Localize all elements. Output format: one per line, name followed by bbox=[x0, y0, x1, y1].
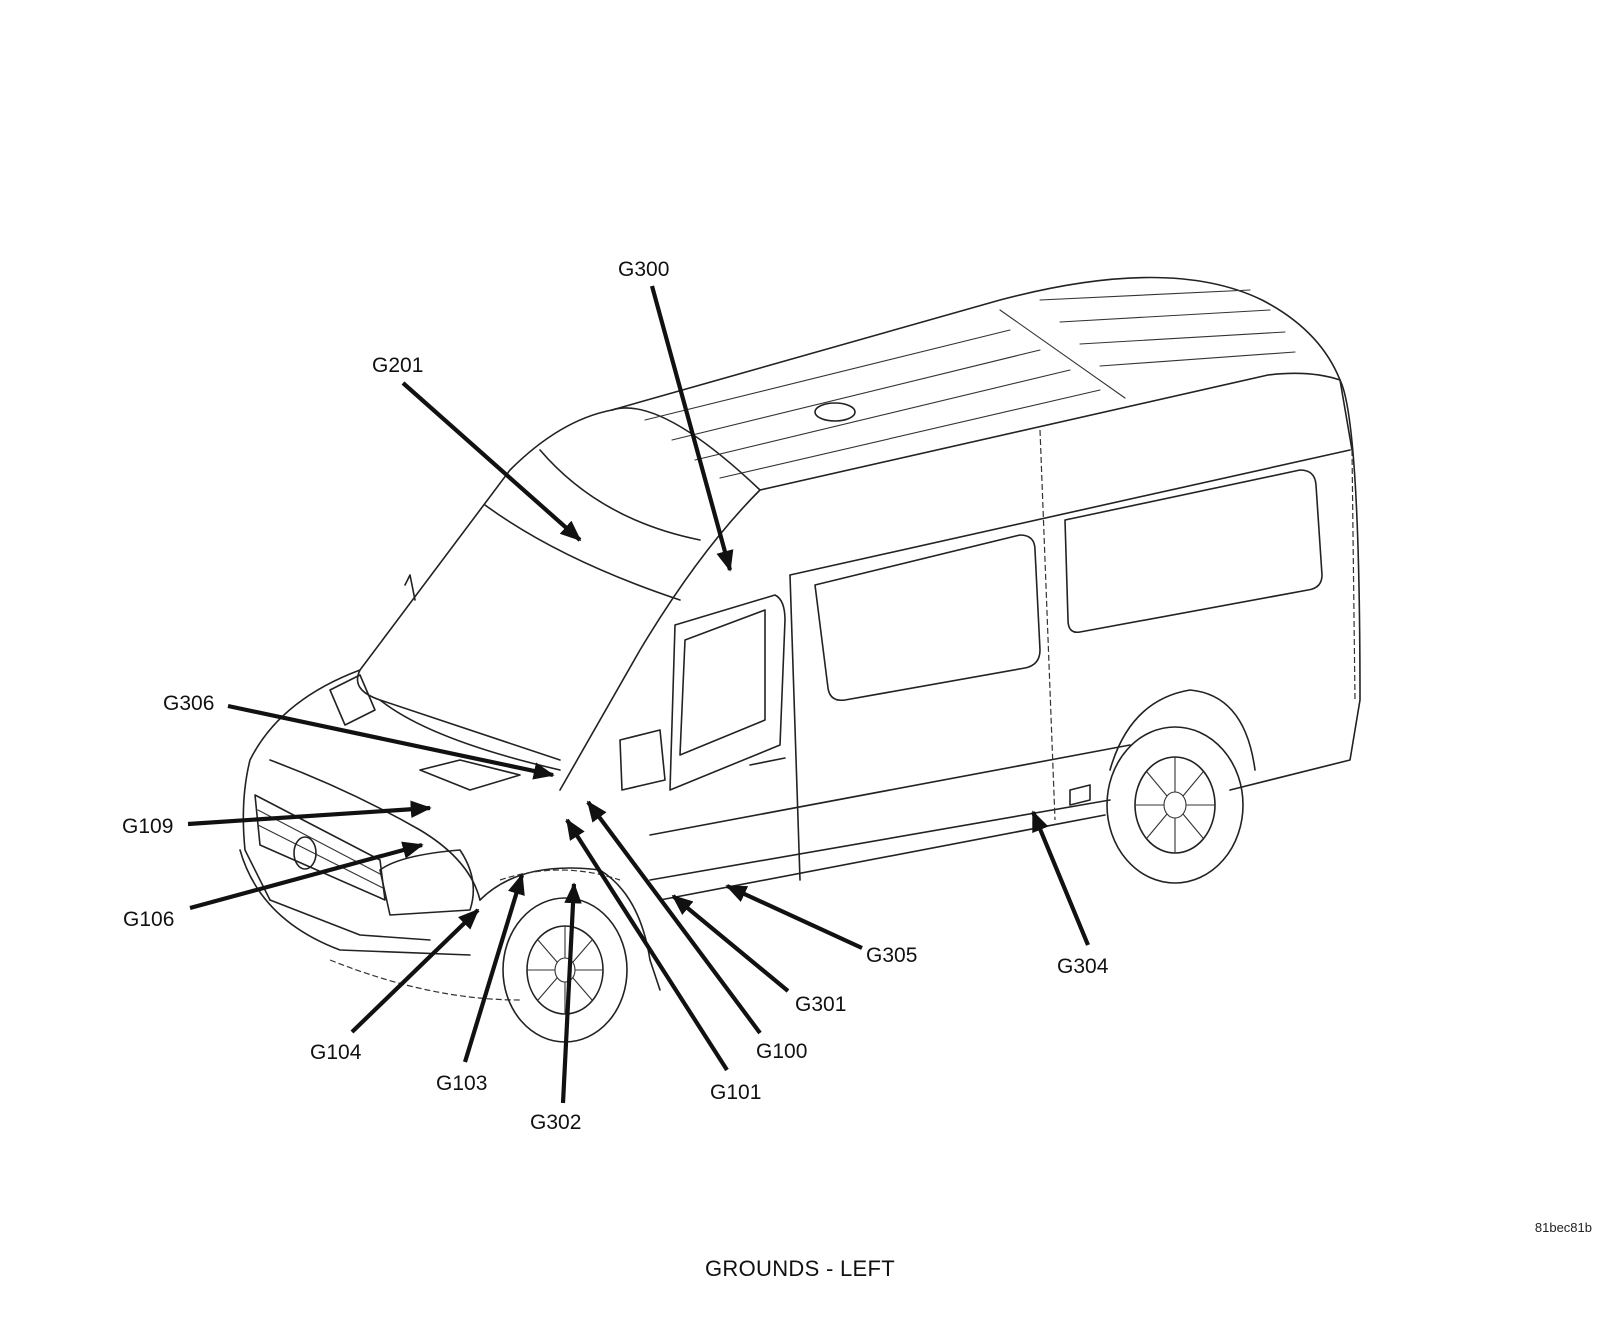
callout-g104: G104 bbox=[310, 1041, 362, 1064]
leader-g101 bbox=[565, 818, 729, 1072]
leader-g201 bbox=[401, 381, 582, 542]
leader-g103 bbox=[462, 873, 525, 1063]
figure-code: 81bec81b bbox=[1534, 1220, 1592, 1235]
leader-g306 bbox=[227, 703, 555, 780]
callout-g101: G101 bbox=[710, 1081, 761, 1104]
callout-leaders bbox=[187, 285, 1090, 1104]
leader-g109 bbox=[187, 800, 432, 827]
callout-labels: G300 G201 G306 G109 G106 G104 G103 G302 … bbox=[122, 258, 1109, 1134]
leader-g106 bbox=[189, 841, 424, 911]
leader-g104 bbox=[350, 908, 480, 1034]
callout-g109: G109 bbox=[122, 815, 173, 838]
leader-g100 bbox=[586, 800, 762, 1035]
callout-g103: G103 bbox=[436, 1072, 487, 1095]
callout-g304: G304 bbox=[1057, 955, 1109, 978]
callout-g100: G100 bbox=[756, 1040, 807, 1063]
callout-g201: G201 bbox=[372, 354, 423, 377]
callout-g305: G305 bbox=[866, 944, 917, 967]
leader-g302 bbox=[560, 882, 582, 1104]
callout-g300: G300 bbox=[618, 258, 669, 281]
leader-g300 bbox=[649, 285, 734, 572]
callout-g306: G306 bbox=[163, 692, 214, 715]
callout-g301: G301 bbox=[795, 993, 846, 1016]
leader-g304 bbox=[1031, 810, 1090, 946]
figure-caption: GROUNDS - LEFT bbox=[705, 1256, 895, 1281]
callout-g302: G302 bbox=[530, 1111, 581, 1134]
leader-g305 bbox=[725, 884, 863, 950]
leader-g301 bbox=[671, 894, 790, 993]
callout-g106: G106 bbox=[123, 908, 174, 931]
van-illustration bbox=[239, 276, 1361, 1043]
